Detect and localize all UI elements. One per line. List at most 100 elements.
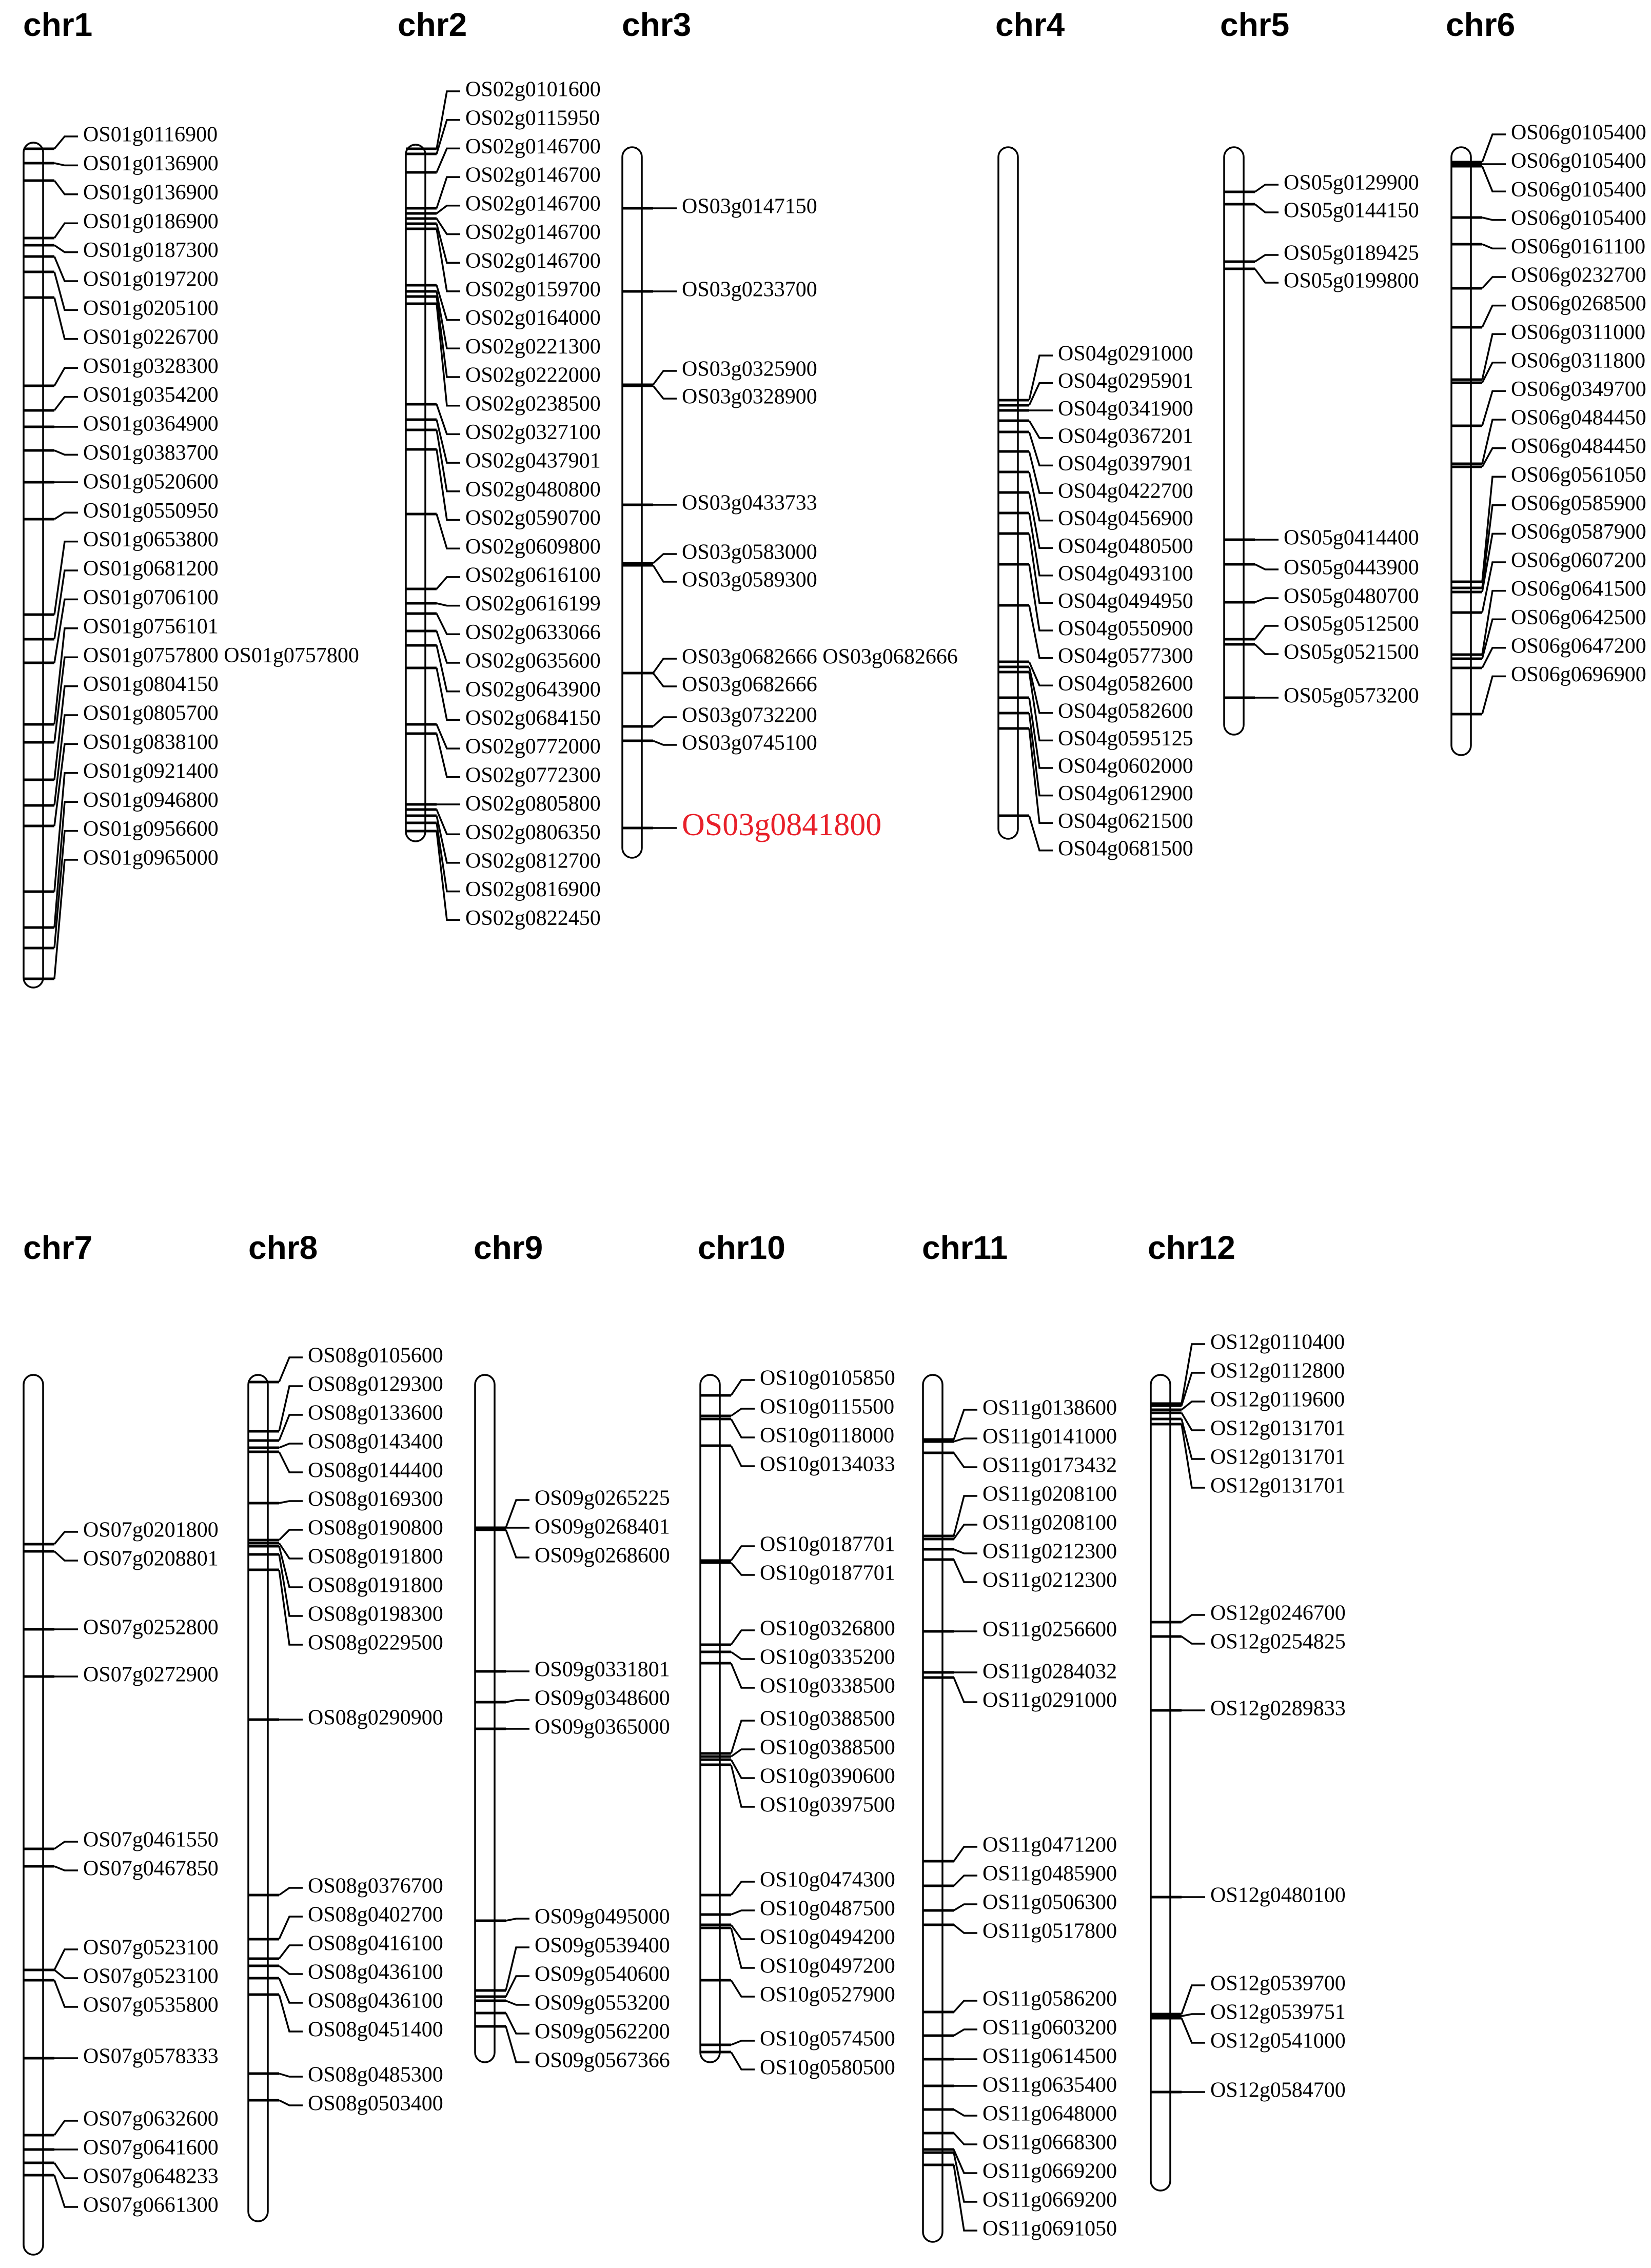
gene-connector — [953, 2132, 977, 2145]
gene-connector — [53, 2175, 78, 2208]
gene-connector — [53, 685, 78, 780]
chromosome-title: chr5 — [1220, 6, 1289, 43]
gene-connector — [731, 2040, 755, 2046]
gene-label: OS05g0414400 — [1284, 526, 1419, 550]
gene-label: OS08g0485300 — [308, 2063, 443, 2087]
gene-connector — [1181, 1401, 1205, 1411]
gene-connector — [1028, 420, 1053, 439]
gene-connector — [53, 297, 78, 340]
gene-label: OS10g0574500 — [760, 2027, 895, 2051]
gene-label: OS04g0295901 — [1058, 369, 1193, 393]
gene-label: OS06g0587900 — [1511, 520, 1646, 544]
gene-label: OS04g0480500 — [1058, 535, 1193, 558]
gene-label: OS10g0187701 — [760, 1562, 895, 1585]
gene-connector — [505, 1975, 529, 1997]
gene-label: OS07g0661300 — [83, 2194, 219, 2217]
gene-label: OS09g0567366 — [535, 2049, 670, 2073]
gene-label: OS10g0580500 — [760, 2056, 895, 2080]
chromosome-bar — [23, 142, 44, 989]
gene-connector — [730, 1562, 755, 1576]
gene-label: OS05g0144150 — [1284, 199, 1419, 223]
gene-connector — [53, 627, 78, 725]
gene-connector — [53, 396, 78, 411]
chromosome-bar — [23, 1374, 44, 2256]
gene-label: OS06g0647200 — [1511, 634, 1646, 658]
gene-connector — [278, 1385, 303, 1432]
gene-connector — [1481, 390, 1506, 426]
gene-label: OS12g0289833 — [1210, 1697, 1346, 1721]
gene-connector — [53, 1980, 78, 2008]
gene-connector — [53, 1531, 78, 1545]
gene-label: OS02g0805800 — [465, 792, 601, 816]
gene-label: OS04g0582600 — [1058, 699, 1193, 723]
gene-connector — [505, 2026, 529, 2063]
gene-connector — [652, 658, 677, 674]
gene-connector — [278, 1887, 303, 1896]
gene-connector — [53, 2120, 78, 2136]
gene-label: OS01g0965000 — [83, 846, 219, 870]
chromosome-title: chr1 — [23, 6, 92, 43]
gene-connector — [953, 1875, 977, 1887]
gene-connector — [953, 2108, 977, 2117]
gene-connector — [53, 1841, 78, 1850]
gene-connector — [278, 1414, 303, 1441]
gene-connector — [436, 733, 460, 778]
gene-connector — [1254, 184, 1279, 193]
gene-label: OS04g0367201 — [1058, 424, 1193, 448]
gene-label: OS11g0212300 — [982, 1540, 1117, 1564]
gene-connector — [1481, 276, 1506, 289]
gene-label: OS09g0265225 — [535, 1487, 670, 1510]
gene-connector — [279, 2073, 303, 2078]
gene-label: OS09g0562200 — [535, 2020, 670, 2044]
gene-connector — [1481, 419, 1506, 464]
gene-connector — [1181, 1614, 1205, 1623]
chromosome-title: chr10 — [698, 1229, 785, 1266]
gene-connector — [730, 1379, 755, 1396]
gene-label: OS06g0696900 — [1511, 663, 1646, 686]
gene-connector — [1181, 1984, 1205, 2015]
gene-label: OS09g0495000 — [535, 1905, 670, 1929]
gene-label: OS04g0621500 — [1058, 810, 1193, 833]
gene-label: OS07g0648233 — [83, 2165, 219, 2188]
chromosome-chr6: chr6OS06g0105400OS06g0105400OS06g0105400… — [1446, 6, 1646, 756]
gene-connector — [730, 1418, 755, 1438]
gene-connector — [436, 667, 460, 721]
gene-label: OS05g0573200 — [1284, 684, 1419, 708]
gene-connector — [279, 2099, 303, 2106]
gene-connector — [53, 540, 78, 615]
gene-connector — [731, 1909, 755, 1916]
chromosome-title: chr11 — [922, 1229, 1008, 1266]
gene-label: OS03g0325900 — [682, 358, 817, 381]
gene-connector — [436, 822, 460, 893]
gene-label: OS01g0136900 — [83, 181, 219, 204]
gene-label: OS02g0437901 — [465, 449, 601, 473]
gene-connector — [53, 772, 78, 892]
gene-connector — [1028, 666, 1053, 714]
gene-connector — [953, 2000, 977, 2013]
chromosome-bar — [922, 1374, 944, 2243]
gene-connector — [1181, 1635, 1205, 1645]
chromosome-title: chr2 — [398, 6, 467, 43]
gene-label: OS10g0134033 — [760, 1453, 895, 1476]
gene-label: OS02g0684150 — [465, 706, 601, 730]
gene-connector — [505, 1699, 529, 1703]
gene-connector — [1481, 166, 1506, 192]
gene-label: OS02g0146700 — [465, 221, 601, 244]
chromosome-bar — [621, 146, 643, 859]
gene-connector — [1254, 268, 1279, 284]
gene-label: OS04g0493100 — [1058, 562, 1193, 585]
gene-connector — [279, 1443, 303, 1449]
gene-label: OS11g0284032 — [982, 1660, 1117, 1684]
gene-connector — [436, 630, 460, 664]
gene-label: OS11g0212300 — [982, 1569, 1117, 1592]
gene-connector — [278, 1965, 303, 1975]
gene-connector — [730, 1408, 755, 1417]
gene-label: OS03g0147150 — [682, 195, 817, 219]
gene-label: OS10g0338500 — [760, 1674, 895, 1698]
gene-label: OS04g0595125 — [1058, 727, 1193, 751]
gene-connector — [1481, 447, 1506, 467]
gene-label: OS02g0590700 — [465, 506, 601, 530]
gene-connector — [953, 1846, 977, 1862]
